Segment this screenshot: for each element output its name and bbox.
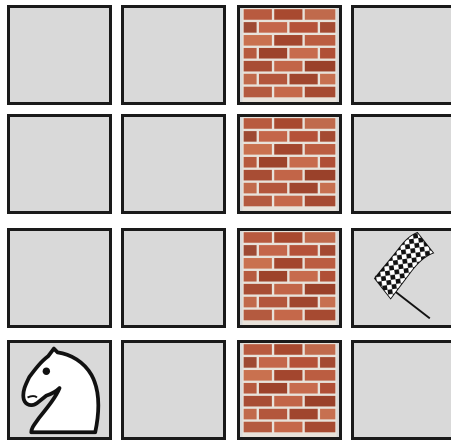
cell-r3-c1[interactable] bbox=[121, 340, 226, 440]
cell-r0-c3[interactable] bbox=[351, 5, 451, 105]
cell-r0-c2[interactable] bbox=[237, 5, 342, 105]
knight-icon bbox=[10, 343, 109, 437]
brick-wall-icon bbox=[240, 117, 339, 211]
cell-r3-c3[interactable] bbox=[351, 340, 451, 440]
checkered-flag-icon bbox=[354, 231, 451, 325]
cell-r2-c2[interactable] bbox=[237, 228, 342, 328]
cell-r0-c0[interactable] bbox=[7, 5, 112, 105]
cell-r1-c1[interactable] bbox=[121, 114, 226, 214]
cell-r0-c1[interactable] bbox=[121, 5, 226, 105]
cell-r2-c1[interactable] bbox=[121, 228, 226, 328]
brick-wall-icon bbox=[240, 8, 339, 102]
cell-r2-c3[interactable] bbox=[351, 228, 451, 328]
brick-wall-icon bbox=[240, 231, 339, 325]
cell-r3-c2[interactable] bbox=[237, 340, 342, 440]
cell-r1-c0[interactable] bbox=[7, 114, 112, 214]
cell-r2-c0[interactable] bbox=[7, 228, 112, 328]
cell-r3-c0[interactable] bbox=[7, 340, 112, 440]
brick-wall-icon bbox=[240, 343, 339, 437]
cell-r1-c3[interactable] bbox=[351, 114, 451, 214]
cell-r1-c2[interactable] bbox=[237, 114, 342, 214]
